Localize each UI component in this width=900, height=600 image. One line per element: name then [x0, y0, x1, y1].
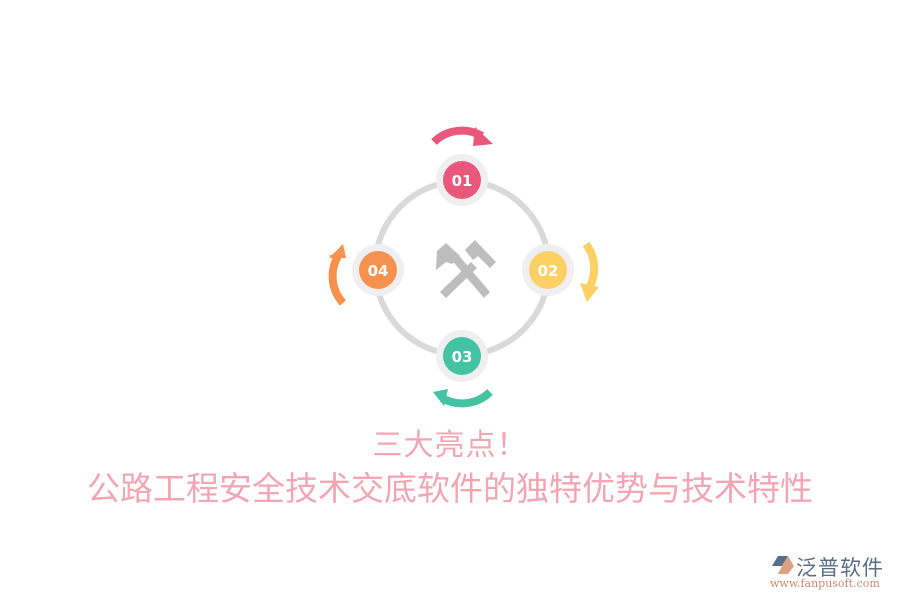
arrow-left-icon — [328, 244, 347, 306]
arrow-bottom-icon — [433, 388, 493, 408]
node-03: 03 — [436, 330, 488, 382]
node-02-label: 02 — [538, 262, 559, 280]
node-01-label: 01 — [452, 172, 473, 190]
logo-mark-icon — [772, 556, 794, 574]
title-line-1: 三大亮点！ — [372, 428, 528, 463]
arrow-right-icon — [580, 241, 599, 302]
arrow-top-icon — [431, 126, 493, 146]
node-01: 01 — [436, 154, 488, 206]
crossed-hammers-icon — [436, 240, 496, 298]
logo-name: 泛普软件 — [796, 556, 884, 580]
title-line-2: 公路工程安全技术交底软件的独特优势与技术特性 — [87, 469, 813, 508]
node-04: 04 — [352, 244, 404, 296]
node-04-label: 04 — [368, 262, 389, 280]
node-02: 02 — [522, 244, 574, 296]
brand-logo: 泛普软件 www.fanpusoft.com — [768, 552, 893, 592]
logo-url: www.fanpusoft.com — [770, 577, 880, 590]
node-03-label: 03 — [452, 348, 473, 366]
